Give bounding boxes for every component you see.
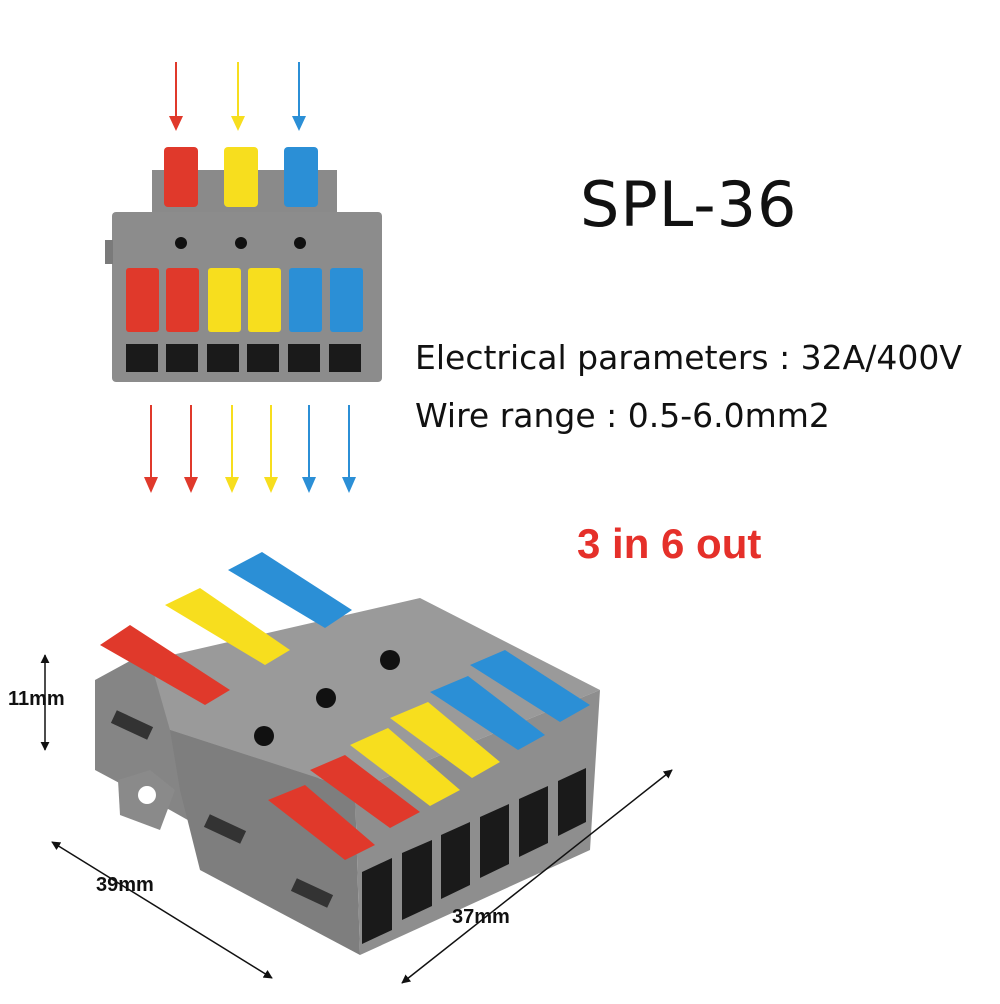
- lever-persp-red-in: [100, 625, 230, 705]
- hole-1: [254, 726, 274, 746]
- input-arrow-yellow: [231, 62, 245, 131]
- dimension-lines: [40, 654, 673, 984]
- input-lever-blue: [284, 147, 318, 207]
- lever-persp-yellow-in: [165, 588, 290, 665]
- lever-persp-blue-in: [228, 552, 352, 628]
- output-lever-red-1: [126, 268, 159, 332]
- length-dimension: 37mm: [452, 906, 510, 928]
- output-arrow-yellow-2: [264, 405, 278, 493]
- output-arrow-red-1: [144, 405, 158, 493]
- model-name: SPL-36: [580, 168, 798, 241]
- lever-persp-blue-out-2: [470, 650, 590, 722]
- output-lever-blue-1: [289, 268, 322, 332]
- output-arrow-yellow-1: [225, 405, 239, 493]
- lever-persp-yellow-out-2: [390, 702, 500, 778]
- configuration-label: 3 in 6 out: [577, 520, 762, 567]
- connector-front-view: [105, 147, 382, 382]
- wire-range: Wire range : 0.5-6.0mm2: [415, 396, 830, 435]
- width-dimension: 39mm: [96, 874, 154, 896]
- lever-persp-red-out-1: [268, 785, 375, 860]
- electrical-parameters: Electrical parameters : 32A/400V: [415, 338, 962, 377]
- hole-3: [380, 650, 400, 670]
- output-lever-yellow-1: [208, 268, 241, 332]
- output-arrows: [144, 405, 356, 493]
- input-arrow-red: [169, 62, 183, 131]
- output-lever-blue-2: [330, 268, 363, 332]
- hole-2: [316, 688, 336, 708]
- width-dimension-arrow: [51, 841, 273, 979]
- height-dimension: 11mm: [8, 688, 65, 710]
- input-arrow-blue: [292, 62, 306, 131]
- length-dimension-arrow: [401, 769, 673, 984]
- connector-perspective-view: [95, 552, 600, 955]
- output-arrow-red-2: [184, 405, 198, 493]
- lever-persp-red-out-2: [310, 755, 420, 828]
- output-arrow-blue-2: [342, 405, 356, 493]
- input-lever-red: [164, 147, 198, 207]
- input-arrows: [169, 62, 306, 131]
- output-lever-yellow-2: [248, 268, 281, 332]
- output-lever-red-2: [166, 268, 199, 332]
- input-lever-yellow: [224, 147, 258, 207]
- lever-persp-blue-out-1: [430, 676, 545, 750]
- output-arrow-blue-1: [302, 405, 316, 493]
